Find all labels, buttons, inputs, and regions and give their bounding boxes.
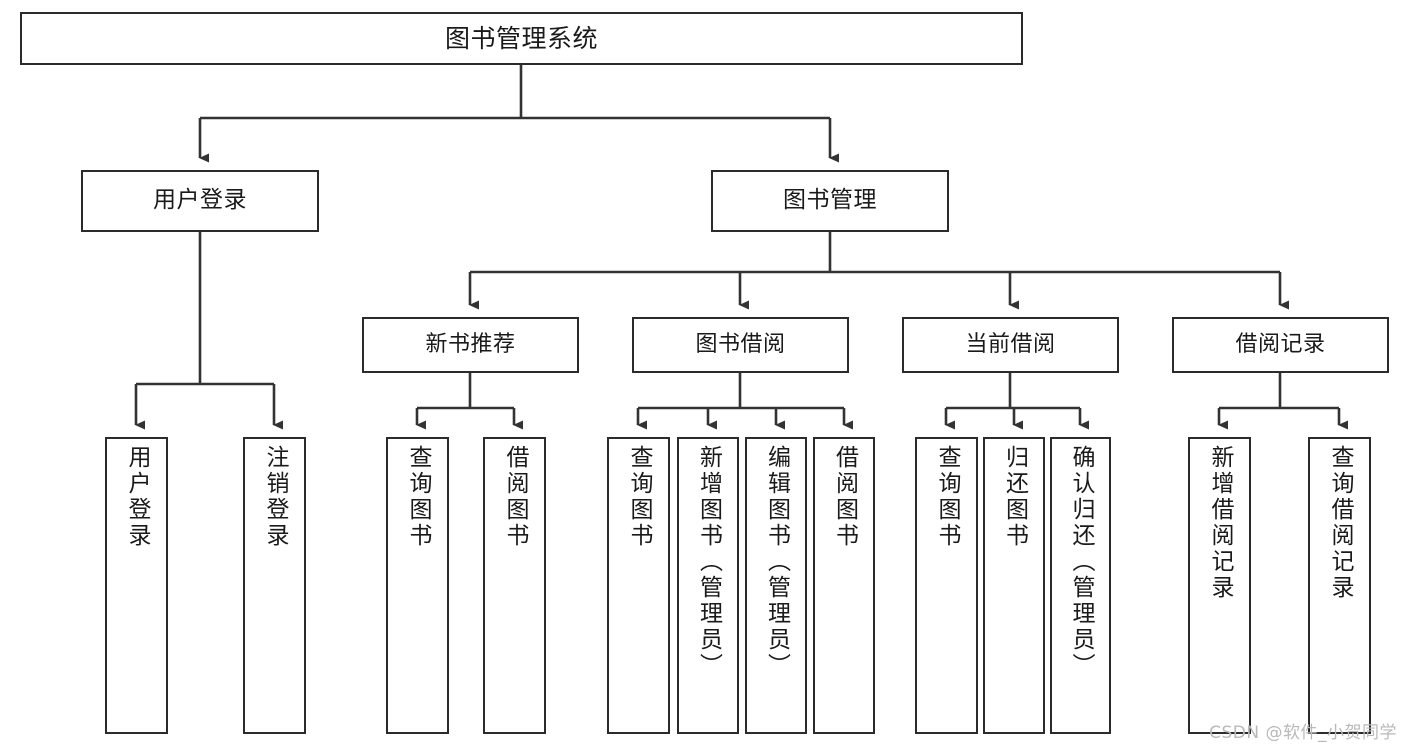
leaf-node-9: 归还图书 [983,437,1045,734]
leaf-node-label: 编辑图书（管理员） [763,445,790,679]
leaf-node-7: 借阅图书 [813,437,875,734]
leaf-node-0: 用户登录 [105,437,168,734]
leaf-node-label: 新增图书（管理员） [695,445,722,679]
leaf-node-label: 查询借阅记录 [1327,445,1353,601]
leaf-node-label: 归还图书 [1001,445,1028,549]
level3-node-label: 借阅记录 [1235,331,1326,357]
leaf-node-label: 用户登录 [124,445,150,549]
level2-node-0: 用户登录 [81,170,319,232]
watermark-text: CSDN @软件_小贺同学 [1209,723,1397,743]
level3-node-label: 图书借阅 [695,331,786,357]
leaf-node-1: 注销登录 [243,437,306,734]
level2-node-label: 图书管理 [783,187,877,214]
leaf-node-10: 确认归还（管理员） [1050,437,1111,734]
leaf-node-6: 编辑图书（管理员） [745,437,807,734]
leaf-node-8: 查询图书 [915,437,978,734]
root-node-0: 图书管理系统 [20,12,1023,65]
level2-node-1: 图书管理 [711,170,949,232]
leaf-node-label: 借阅图书 [502,445,528,549]
leaf-node-label: 注销登录 [262,445,288,549]
level3-node-3: 借阅记录 [1172,317,1389,373]
leaf-node-label: 查询图书 [405,445,431,549]
leaf-node-label: 确认归还（管理员） [1068,445,1094,679]
level3-node-label: 当前借阅 [965,331,1056,357]
leaf-node-12: 查询借阅记录 [1308,437,1371,734]
leaf-node-4: 查询图书 [607,437,670,734]
leaf-node-label: 新增借阅记录 [1207,445,1233,601]
level3-node-2: 当前借阅 [902,317,1119,373]
leaf-node-11: 新增借阅记录 [1188,437,1251,734]
leaf-node-5: 新增图书（管理员） [677,437,739,734]
level2-node-label: 用户登录 [153,187,247,214]
level3-node-1: 图书借阅 [632,317,849,373]
leaf-node-label: 查询图书 [934,445,960,549]
level3-node-0: 新书推荐 [362,317,579,373]
root-node-label: 图书管理系统 [444,23,598,53]
level3-node-label: 新书推荐 [425,331,516,357]
leaf-node-2: 查询图书 [386,437,449,734]
leaf-node-label: 查询图书 [626,445,652,549]
leaf-node-label: 借阅图书 [831,445,858,549]
leaf-node-3: 借阅图书 [483,437,546,734]
